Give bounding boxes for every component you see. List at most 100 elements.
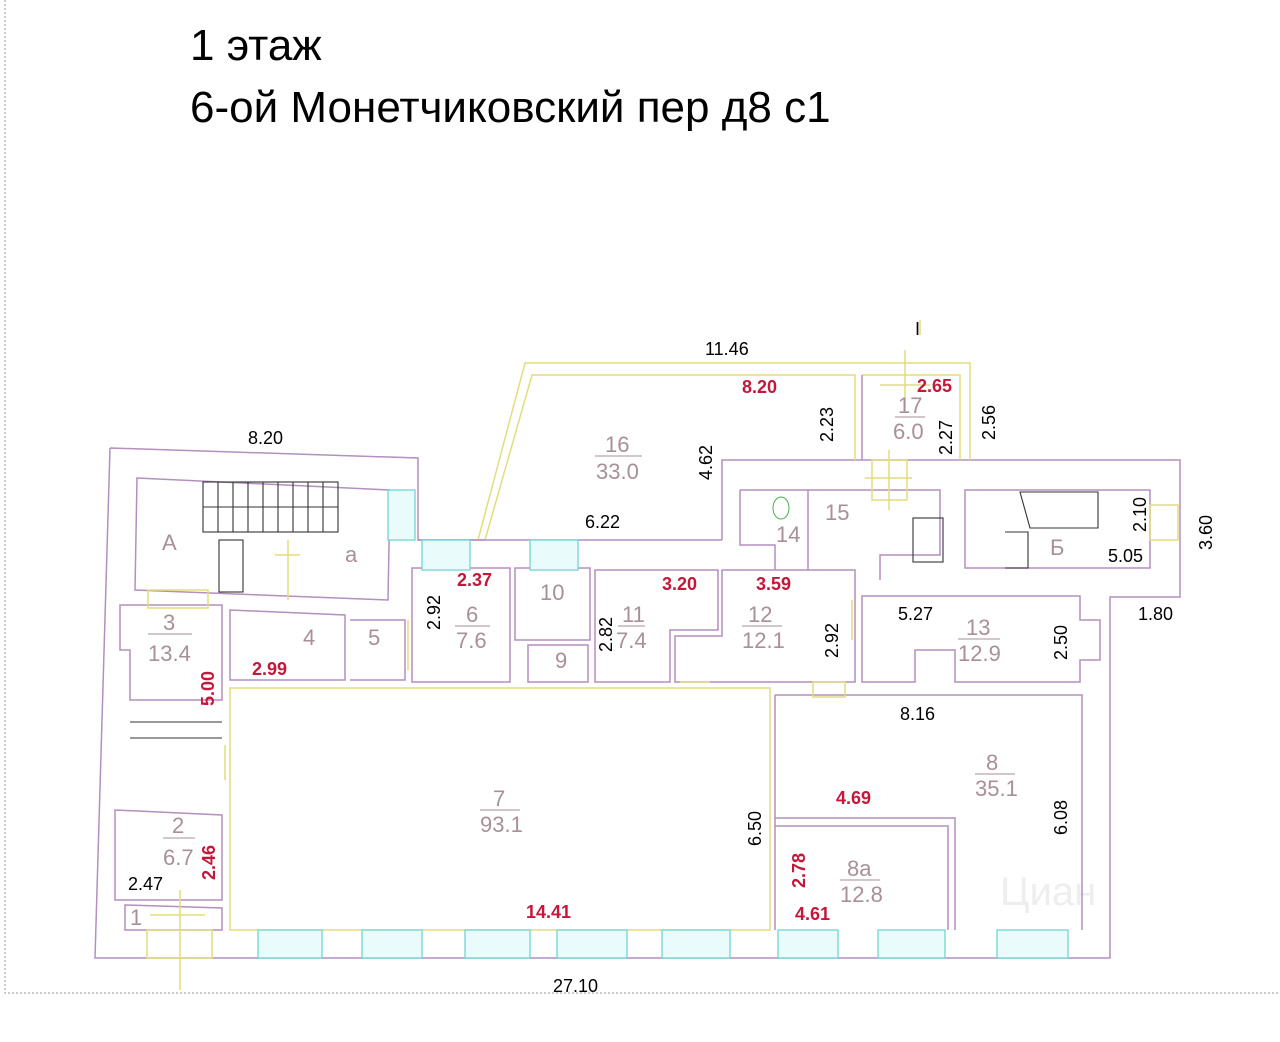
section-mark: I (915, 319, 920, 339)
room-A-label: А (162, 530, 177, 555)
staircase-small (218, 539, 244, 593)
svg-text:2.47: 2.47 (128, 874, 163, 894)
svg-text:5.05: 5.05 (1108, 546, 1143, 566)
svg-text:3.60: 3.60 (1196, 515, 1216, 550)
room-labels: А а Б 1 4 5 9 10 14 15 26.7 313.4 67.6 7… (130, 393, 1064, 930)
svg-text:7.6: 7.6 (456, 628, 487, 653)
dimensions-black: 8.20 11.46 4.62 2.23 2.27 2.56 6.22 2.10… (128, 339, 1216, 996)
room-8a-outline (775, 817, 956, 930)
svg-text:7.4: 7.4 (616, 628, 647, 653)
svg-text:33.0: 33.0 (596, 459, 639, 484)
svg-text:2.99: 2.99 (252, 659, 287, 679)
svg-text:17: 17 (898, 393, 922, 418)
windows (257, 489, 1069, 959)
svg-text:2.50: 2.50 (1051, 625, 1071, 660)
svg-text:12.9: 12.9 (958, 641, 1001, 666)
room-15-label: 15 (825, 500, 849, 525)
room-1-outline (124, 904, 223, 931)
svg-text:12.8: 12.8 (840, 882, 883, 907)
room-7-outline (229, 687, 771, 931)
svg-text:6.50: 6.50 (745, 811, 765, 846)
svg-text:8.20: 8.20 (742, 377, 777, 397)
svg-text:11.46: 11.46 (705, 339, 749, 359)
svg-text:6.0: 6.0 (893, 419, 924, 444)
svg-text:2.37: 2.37 (457, 570, 492, 590)
svg-text:3.20: 3.20 (662, 574, 697, 594)
svg-text:2.56: 2.56 (979, 405, 999, 440)
svg-text:8: 8 (986, 750, 998, 775)
stair-room-A (134, 477, 391, 601)
room-8-label: 835.1 (975, 750, 1018, 801)
svg-text:2.10: 2.10 (1130, 497, 1150, 532)
room-2-label: 26.7 (163, 813, 195, 870)
svg-text:5.00: 5.00 (198, 671, 218, 706)
svg-text:8а: 8а (847, 856, 872, 881)
room-9-label: 9 (555, 648, 567, 673)
toilet-icon (772, 496, 790, 520)
svg-text:6.22: 6.22 (585, 512, 620, 532)
room-1-label: 1 (130, 905, 142, 930)
svg-text:6.08: 6.08 (1051, 800, 1071, 835)
staircase-B (1005, 491, 1099, 569)
room-11-label: 117.4 (616, 602, 647, 653)
watermark: Циан (1000, 870, 1096, 914)
room-4-label: 4 (303, 625, 315, 650)
svg-text:2.92: 2.92 (424, 595, 444, 630)
svg-text:2.46: 2.46 (199, 845, 219, 880)
svg-text:93.1: 93.1 (480, 812, 523, 837)
svg-text:12.1: 12.1 (742, 628, 785, 653)
svg-text:2.82: 2.82 (596, 617, 616, 652)
svg-text:7: 7 (493, 786, 505, 811)
floor-title: 1 этаж (190, 21, 322, 70)
svg-text:4.69: 4.69 (836, 788, 871, 808)
svg-text:2.92: 2.92 (822, 623, 842, 658)
interior-walls (114, 477, 1151, 931)
room-13-outline (861, 595, 1101, 683)
room-2-outline (114, 809, 223, 901)
svg-text:2.65: 2.65 (917, 376, 952, 396)
dimensions-red: 8.20 2.65 2.37 3.20 3.59 2.99 5.00 4.69 … (198, 376, 952, 924)
room-5-label: 5 (368, 625, 380, 650)
page-border (4, 0, 1280, 994)
room-B-label: Б (1050, 535, 1064, 560)
svg-text:11: 11 (622, 602, 645, 627)
room-14-label: 14 (776, 522, 800, 547)
svg-text:4.62: 4.62 (696, 445, 716, 480)
room-12-outline (674, 569, 856, 683)
address-title: 6-ой Монетчиковский пер д8 с1 (190, 83, 831, 132)
svg-text:12: 12 (748, 602, 772, 627)
room-3-outline (119, 604, 223, 701)
svg-text:8.20: 8.20 (248, 428, 283, 448)
svg-text:6: 6 (466, 602, 478, 627)
room-3-label: 313.4 (148, 610, 192, 666)
svg-text:8.16: 8.16 (900, 704, 935, 724)
svg-text:2: 2 (172, 813, 184, 838)
stair-landing (130, 721, 222, 739)
svg-text:6.7: 6.7 (163, 845, 194, 870)
room-9-outline (527, 644, 589, 683)
svg-text:35.1: 35.1 (975, 776, 1018, 801)
svg-text:1.80: 1.80 (1138, 604, 1173, 624)
svg-text:3: 3 (163, 610, 175, 635)
svg-text:2.78: 2.78 (789, 853, 809, 888)
room-14-15-outline (739, 489, 941, 580)
room-5-outline (350, 619, 406, 681)
svg-text:14.41: 14.41 (526, 902, 571, 922)
room-6-outline (411, 567, 511, 683)
svg-text:2.23: 2.23 (817, 407, 837, 442)
room-10-label: 10 (540, 580, 564, 605)
doors (146, 320, 1179, 990)
room-6-label: 67.6 (455, 602, 490, 653)
svg-text:4.61: 4.61 (795, 904, 830, 924)
room-17-label: 176.0 (893, 393, 925, 444)
staircase-15 (912, 517, 944, 563)
room-7-label: 793.1 (480, 786, 523, 837)
svg-text:13.4: 13.4 (148, 641, 191, 666)
svg-text:27.10: 27.10 (553, 976, 598, 996)
room-4-outline (229, 609, 346, 681)
